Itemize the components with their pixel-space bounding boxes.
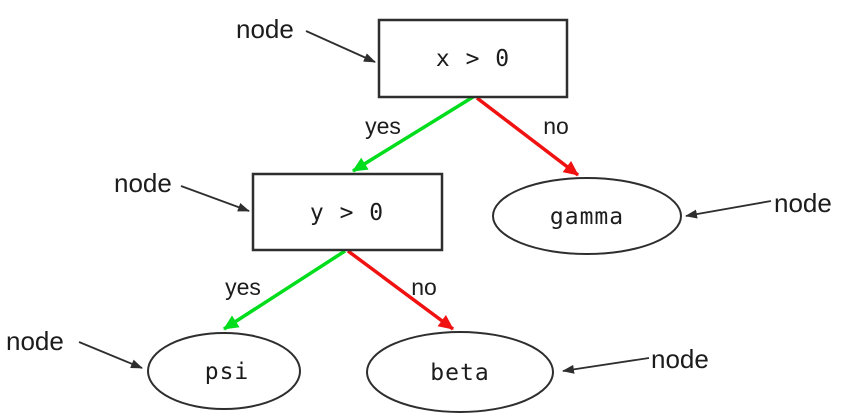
node-psi: psi xyxy=(147,332,301,410)
edge-root-yes-arrow xyxy=(352,95,474,173)
edge-inner-yes-label: yes xyxy=(225,274,261,300)
annotation-psi: node xyxy=(6,326,143,369)
edge-inner-yes-arrow xyxy=(223,249,346,331)
edge-root-no-label: no xyxy=(543,113,569,139)
node-gamma-label: gamma xyxy=(550,204,624,230)
annotation-inner-arrow xyxy=(180,185,250,212)
node-beta: beta xyxy=(366,331,554,413)
node-root: x > 0 xyxy=(377,18,569,99)
annotations: node node node node node xyxy=(6,14,832,374)
edge-labels: yes no yes no xyxy=(225,113,569,300)
annotation-gamma-arrow xyxy=(685,200,772,219)
edge-root-no-arrow xyxy=(475,96,580,177)
annotation-inner-label: node xyxy=(114,168,172,198)
node-inner: y > 0 xyxy=(251,172,444,252)
edge-inner-no-arrow xyxy=(346,249,455,331)
annotation-psi-label: node xyxy=(6,326,64,356)
annotation-gamma-label: node xyxy=(774,188,832,218)
node-psi-label: psi xyxy=(205,359,250,385)
edge-root-yes-label: yes xyxy=(365,113,401,139)
node-gamma-ellipse xyxy=(492,177,682,255)
node-root-box xyxy=(377,18,569,99)
annotation-beta-arrow xyxy=(562,357,650,374)
tree-nodes: x > 0 y > 0 gamma psi beta xyxy=(147,18,682,413)
node-beta-ellipse xyxy=(366,331,554,413)
annotation-root-label: node xyxy=(236,14,294,44)
node-inner-label: y > 0 xyxy=(310,200,384,226)
node-inner-box xyxy=(251,172,444,252)
annotation-root-arrow xyxy=(305,30,376,63)
annotation-inner: node xyxy=(114,168,250,212)
annotation-beta: node xyxy=(562,344,709,374)
tree-edges xyxy=(223,95,580,331)
annotation-beta-label: node xyxy=(651,344,709,374)
annotation-gamma: node xyxy=(685,188,832,219)
node-beta-label: beta xyxy=(430,360,489,386)
annotation-psi-arrow xyxy=(78,341,143,369)
node-psi-ellipse xyxy=(147,332,301,410)
node-gamma: gamma xyxy=(492,177,682,255)
annotation-root: node xyxy=(236,14,376,63)
edge-inner-no-label: no xyxy=(411,274,437,300)
node-root-label: x > 0 xyxy=(436,46,510,72)
